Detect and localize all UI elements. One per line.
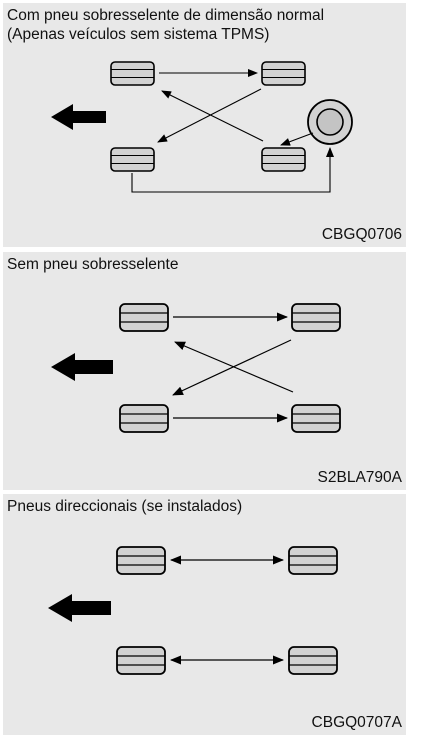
rotation-panel-with-spare: Com pneu sobresselente de dimensão norma…: [3, 3, 406, 247]
tire-icon: [261, 147, 306, 172]
rotation-panel-directional: Pneus direccionais (se instalados): [3, 494, 406, 735]
tire-icon: [119, 303, 169, 332]
tire-icon: [116, 546, 166, 575]
tire-icon: [116, 646, 166, 675]
rotation-diagram-with-spare: [51, 61, 353, 193]
tire-icon: [261, 61, 306, 86]
tire-icon: [110, 147, 155, 172]
rotation-diagram-no-spare: [51, 303, 341, 433]
figure-code: CBGQ0707A: [311, 714, 402, 731]
tire-icon: [291, 303, 341, 332]
rotation-arrow: [131, 147, 334, 193]
rotation-arrow: [161, 90, 264, 142]
tire-icon: [110, 61, 155, 86]
figure-code: CBGQ0706: [321, 226, 402, 243]
rotation-diagram-directional: [48, 546, 338, 675]
tire-icon: [119, 404, 169, 433]
tire-icon: [288, 646, 338, 675]
tire-icon: [288, 546, 338, 575]
panel-title: Sem pneu sobresselente: [7, 256, 179, 273]
forward-direction-arrow-icon: [51, 104, 106, 130]
figure-code: S2BLA790A: [317, 469, 402, 486]
panel-title: Pneus direccionais (se instalados): [7, 498, 243, 515]
spare-wheel-icon: [307, 99, 353, 145]
rotation-arrow: [280, 132, 314, 146]
panel-title: Com pneu sobresselente de dimensão norma…: [7, 7, 325, 43]
rotation-panel-no-spare: Sem pneu sobresselente: [3, 252, 406, 490]
tire-icon: [291, 404, 341, 433]
rotation-arrow: [172, 339, 292, 396]
forward-direction-arrow-icon: [48, 594, 111, 622]
forward-direction-arrow-icon: [51, 353, 113, 381]
rotation-arrow: [157, 88, 262, 143]
